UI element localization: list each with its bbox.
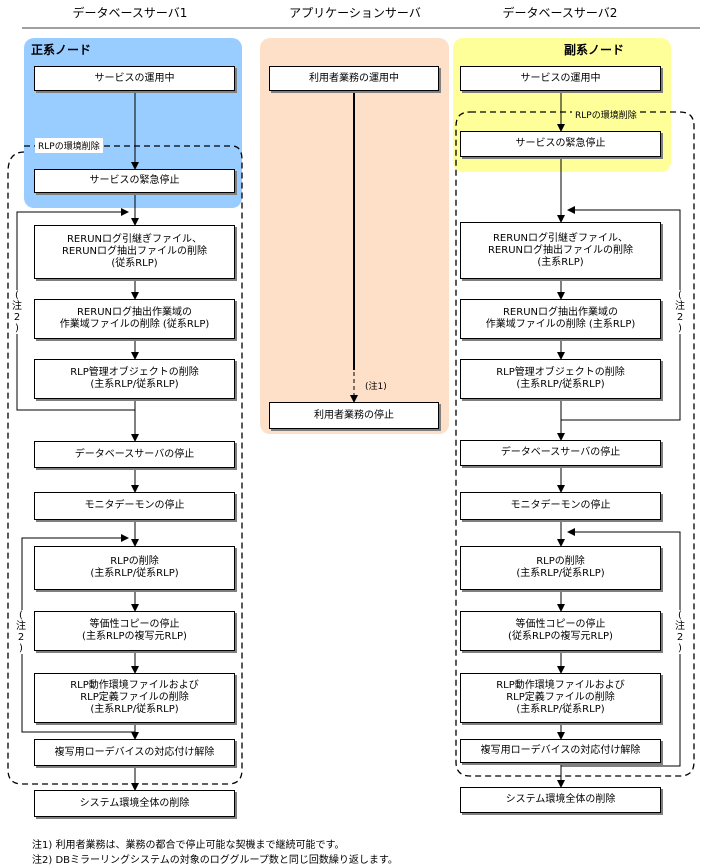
left-rerun-log-delete: RERUNログ引継ぎファイル、 RERUNログ抽出ファイルの削除 (従系RLP) xyxy=(34,225,235,279)
app-user-ops-stop: 利用者業務の停止 xyxy=(269,402,439,429)
footnote-1: 注1) 利用者業務は、業務の都合で停止可能な契機まで継続可能です。 xyxy=(32,840,345,851)
right-rlp-mgmt-delete: RLP管理オブジェクトの削除 (主系RLP/従系RLP) xyxy=(460,359,661,399)
right-db-server-stop: データベースサーバの停止 xyxy=(460,440,661,466)
column-title-db2: データベースサーバ2 xyxy=(502,6,618,20)
left-rlp-delete: RLPの削除 (主系RLP/従系RLP) xyxy=(34,546,235,590)
right-raw-device-release: 複写用ローデバイスの対応付け解除 xyxy=(460,739,661,763)
rlp-env-tag-right: RLPの環境削除 xyxy=(572,107,640,122)
left-rlp-env-file-delete: RLP動作環境ファイルおよび RLP定義ファイルの削除 (主系RLP/従系RLP… xyxy=(34,673,235,723)
right-rerun-log-delete: RERUNログ引継ぎファイル、 RERUNログ抽出ファイルの削除 (主系RLP) xyxy=(460,222,661,279)
right-rlp-env-file-delete: RLP動作環境ファイルおよび RLP定義ファイルの削除 (主系RLP/従系RLP… xyxy=(460,673,661,723)
footnote-2: 注2) DBミラーリングシステムの対象のロググループ数と同じ回数繰り返します。 xyxy=(32,855,398,866)
secondary-node-label: 副系ノード xyxy=(564,43,625,57)
left-rerun-work-delete: RERUNログ抽出作業域の 作業域ファイルの削除 (従系RLP) xyxy=(34,299,235,339)
left-system-env-delete: システム環境全体の削除 xyxy=(34,790,235,817)
primary-node-label: 正系ノード xyxy=(31,43,92,57)
right-system-env-delete: システム環境全体の削除 xyxy=(460,787,661,813)
right-rerun-work-delete: RERUNログ抽出作業域の 作業域ファイルの削除 (主系RLP) xyxy=(460,299,661,339)
left-db-server-stop: データベースサーバの停止 xyxy=(34,441,235,468)
app-user-ops-running: 利用者業務の運用中 xyxy=(269,66,439,91)
right-service-emergency-stop: サービスの緊急停止 xyxy=(460,131,661,157)
left-rlp-mgmt-delete: RLP管理オブジェクトの削除 (主系RLP/従系RLP) xyxy=(34,359,235,399)
right-rlp-delete: RLPの削除 (主系RLP/従系RLP) xyxy=(460,546,661,590)
column-title-app: アプリケーションサーバ xyxy=(289,6,421,20)
column-title-db1: データベースサーバ1 xyxy=(72,6,188,20)
left-monitor-stop: モニタデーモンの停止 xyxy=(34,492,235,520)
rlp-env-tag-left: RLPの環境削除 xyxy=(35,138,103,153)
left-equiv-copy-stop: 等価性コピーの停止 (主系RLPの複写元RLP) xyxy=(34,611,235,651)
right-equiv-copy-stop: 等価性コピーの停止 (従系RLPの複写元RLP) xyxy=(460,611,661,651)
left-raw-device-release: 複写用ローデバイスの対応付け解除 xyxy=(34,739,235,766)
right-monitor-stop: モニタデーモンの停止 xyxy=(460,492,661,520)
right-service-running: サービスの運用中 xyxy=(460,66,661,91)
left-service-running: サービスの運用中 xyxy=(34,66,235,91)
note1-ref: (注1) xyxy=(362,378,390,393)
left-service-emergency-stop: サービスの緊急停止 xyxy=(34,169,235,193)
